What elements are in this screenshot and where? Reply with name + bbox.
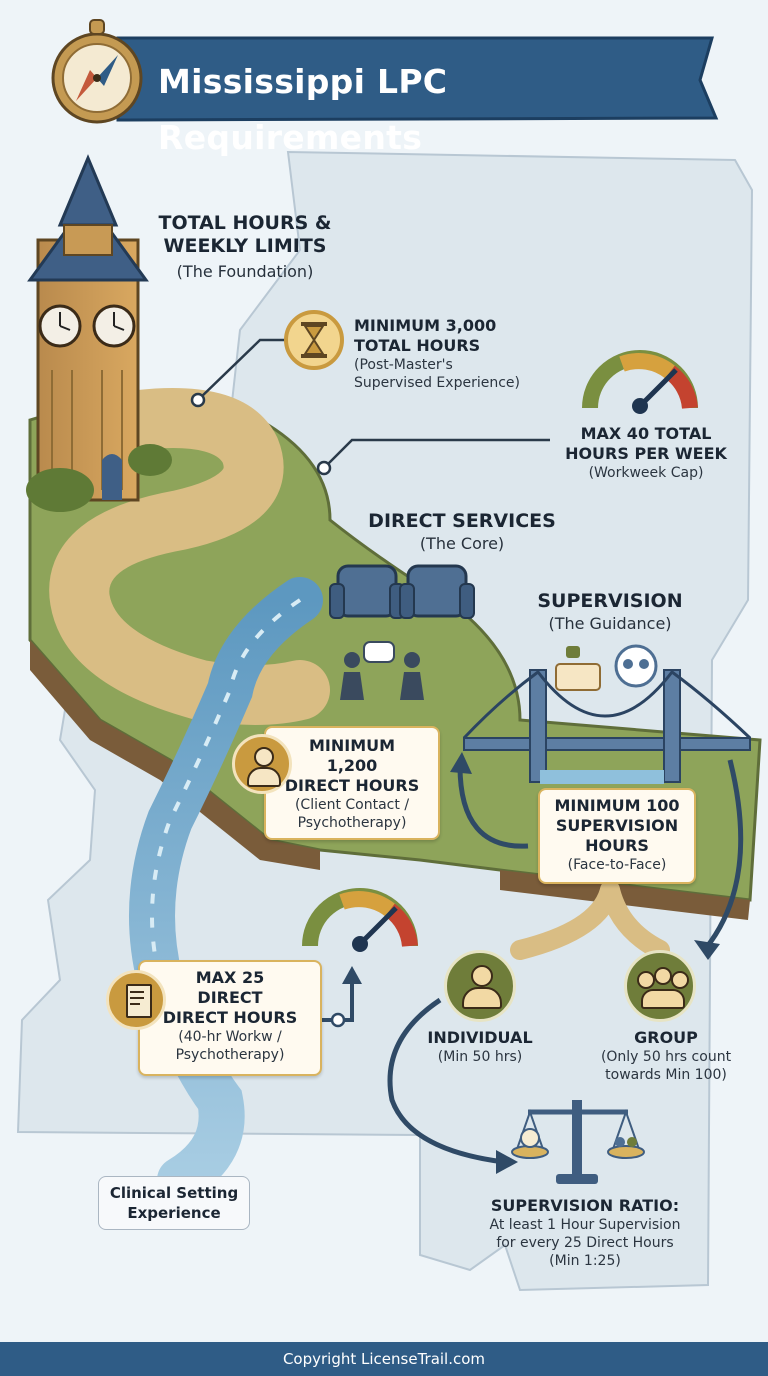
gauge-icon — [302, 888, 418, 952]
bush — [128, 444, 172, 476]
individual-supervision: INDIVIDUAL (Min 50 hrs) — [414, 1028, 546, 1066]
callout-min-total-hours: MINIMUM 3,000 TOTAL HOURS (Post-Master's… — [354, 316, 564, 392]
section-subheading: (The Foundation) — [176, 262, 314, 281]
bush — [26, 468, 94, 512]
section-subheading: (The Guidance) — [548, 614, 672, 633]
callout-note: (Workweek Cap) — [588, 465, 704, 481]
callout-title: 1,200 — [326, 756, 378, 775]
scales-icon — [511, 1100, 645, 1184]
callout-title: DIRECT HOURS — [284, 776, 420, 795]
supervision-ratio: SUPERVISION RATIO: At least 1 Hour Super… — [460, 1196, 710, 1270]
section-heading-line: WEEKLY LIMITS — [163, 235, 327, 257]
clinical-line: Experience — [127, 1204, 221, 1222]
callout-note: (Post-Master's — [354, 357, 453, 373]
gauge-icon — [582, 350, 698, 414]
ratio-label: SUPERVISION RATIO: — [490, 1196, 680, 1215]
callout-title: DIRECT — [197, 988, 263, 1007]
clinical-setting-label: Clinical Setting Experience — [98, 1176, 250, 1230]
connector-line — [323, 438, 550, 469]
callout-max-weekly-hours: MAX 40 TOTAL HOURS PER WEEK (Workweek Ca… — [548, 424, 744, 482]
section-heading: TOTAL HOURS & WEEKLY LIMITS — [140, 212, 350, 258]
hourglass-icon — [284, 310, 344, 370]
section-heading-line: TOTAL HOURS & — [158, 212, 332, 234]
individual-note: (Min 50 hrs) — [437, 1049, 523, 1065]
callout-note: Supervised Experience) — [354, 375, 520, 391]
section-heading: DIRECT SERVICES — [368, 510, 556, 532]
group-label: GROUP — [634, 1028, 698, 1047]
section-heading: SUPERVISION — [537, 590, 683, 612]
callout-min-direct-hours: MINIMUM 1,200 DIRECT HOURS (Client Conta… — [264, 726, 440, 840]
group-icon — [624, 950, 696, 1022]
bridge-icon — [462, 669, 752, 784]
callout-title: HOURS — [585, 836, 649, 855]
ratio-note: At least 1 Hour Supervision — [489, 1217, 681, 1233]
individual-label: INDIVIDUAL — [427, 1028, 533, 1047]
clock-tower-icon — [27, 154, 149, 502]
ratio-note: for every 25 Direct Hours — [496, 1235, 674, 1251]
callout-title: SUPERVISION — [555, 816, 679, 835]
person-icon — [232, 734, 292, 794]
group-supervision: GROUP (Only 50 hrs count towards Min 100… — [578, 1028, 754, 1084]
page-title: Mississippi LPC Requirements — [158, 62, 448, 157]
callout-title: MAX 40 TOTAL — [580, 424, 712, 443]
callout-note: Psychotherapy) — [175, 1047, 285, 1063]
armchair-icon — [329, 564, 405, 619]
arrow — [704, 759, 744, 950]
callout-note: (Face-to-Face) — [567, 857, 667, 873]
section-subheading: (The Core) — [419, 534, 505, 553]
person-icon — [444, 950, 516, 1022]
dirt-path — [49, 388, 330, 725]
callout-title: MAX 25 — [195, 968, 265, 987]
clinical-line: Clinical Setting — [109, 1184, 239, 1202]
arrow — [387, 997, 505, 1165]
callout-title: DIRECT HOURS — [162, 1008, 298, 1027]
dirt-path — [600, 880, 670, 960]
callout-title: TOTAL HOURS — [354, 336, 481, 355]
group-note: towards Min 100) — [605, 1067, 727, 1083]
counseling-icon — [555, 646, 601, 691]
callout-max-direct-hours: MAX 25 DIRECT DIRECT HOURS (40-hr Workw … — [138, 960, 322, 1076]
document-icon — [106, 970, 166, 1030]
callout-title: HOURS PER WEEK — [565, 444, 727, 463]
compass-icon — [51, 19, 143, 124]
callout-title: MINIMUM 3,000 — [354, 316, 497, 335]
callout-title: MINIMUM 100 — [554, 796, 680, 815]
arrow — [457, 765, 529, 849]
armchair-icon — [399, 564, 475, 619]
ratio-note: (Min 1:25) — [549, 1253, 621, 1269]
footer-copyright: Copyright LicenseTrail.com — [0, 1342, 768, 1376]
callout-title: MINIMUM — [308, 736, 396, 755]
group-icon — [614, 644, 658, 688]
group-note: (Only 50 hrs count — [600, 1049, 732, 1065]
connector-line — [197, 338, 286, 401]
counseling-icon — [340, 641, 424, 700]
callout-note: (Client Contact / — [294, 797, 410, 813]
callout-note: (40-hr Workw / — [178, 1029, 282, 1045]
callout-note: Psychotherapy) — [297, 815, 407, 831]
callout-min-supervision-hours: MINIMUM 100 SUPERVISION HOURS (Face-to-F… — [538, 788, 696, 884]
